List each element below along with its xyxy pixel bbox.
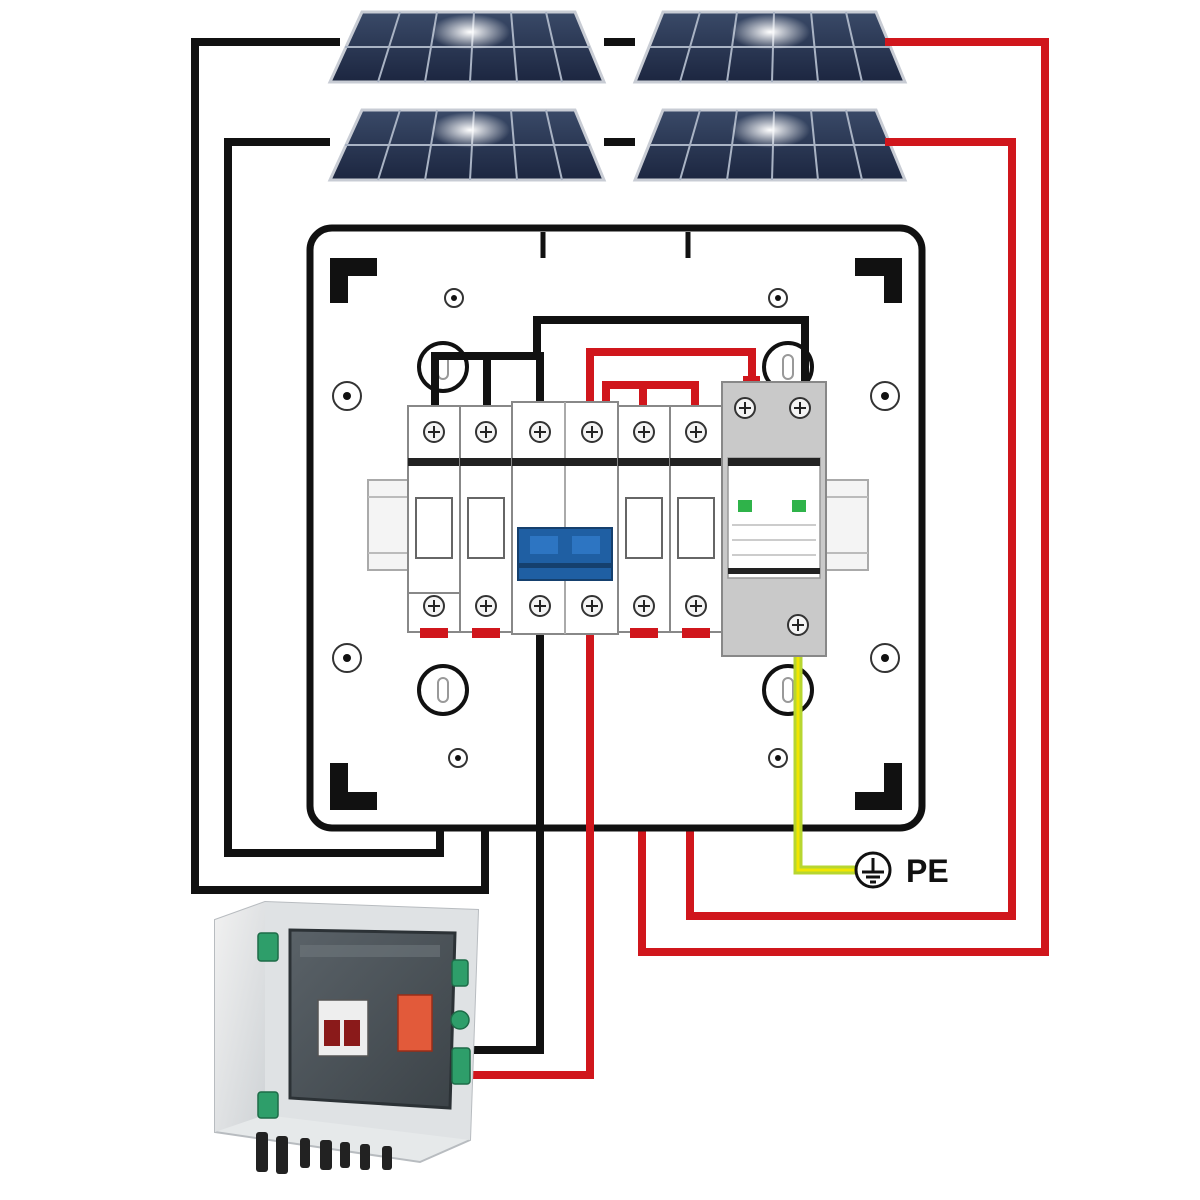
- screw-terminals: [423, 397, 811, 636]
- solar-panel-top-right: [632, 10, 908, 84]
- fuse-holder-pos-1: [617, 405, 671, 638]
- screw-terminal-icon: [734, 397, 756, 419]
- mc4-connector-icon: [256, 1132, 392, 1174]
- screw-terminal-icon: [789, 397, 811, 419]
- status-indicator: [738, 500, 752, 512]
- surge-protector: [721, 381, 827, 657]
- screw-terminal-icon: [475, 421, 497, 443]
- solar-panel-bottom-left: [327, 108, 607, 182]
- mounting-screw-icon: [332, 288, 900, 768]
- screw-terminal-icon: [581, 595, 603, 617]
- solar-panel-bottom-right: [632, 108, 908, 182]
- corner-bracket-icon: [855, 763, 902, 810]
- corner-bracket-icon: [855, 258, 902, 303]
- fuse-holder-pos-2: [669, 405, 723, 638]
- screw-terminal-icon: [685, 421, 707, 443]
- fuse-holder-neg-1: [407, 405, 461, 638]
- screw-terminal-icon: [529, 421, 551, 443]
- screw-terminal-icon: [423, 421, 445, 443]
- screw-terminal-icon: [529, 595, 551, 617]
- fuse-holder-neg-2: [459, 405, 513, 638]
- enclosure-box: [214, 900, 480, 1174]
- screw-terminal-icon: [423, 595, 445, 617]
- screw-terminal-icon: [581, 421, 603, 443]
- ground-symbol-icon: [854, 851, 892, 889]
- transparent-cover: [288, 928, 457, 1110]
- screw-terminal-icon: [633, 421, 655, 443]
- solar-panel-top-left: [327, 10, 607, 84]
- screw-terminal-icon: [685, 595, 707, 617]
- corner-bracket-icon: [330, 763, 377, 810]
- dc-isolator-breaker: [511, 401, 619, 635]
- ground-label: PE: [906, 853, 949, 889]
- screw-terminal-icon: [633, 595, 655, 617]
- latch-icon: [257, 1091, 279, 1119]
- latch-icon: [451, 1047, 471, 1085]
- latch-icon: [451, 959, 469, 987]
- corner-bracket-icon: [330, 258, 377, 303]
- status-indicator: [792, 500, 806, 512]
- screw-terminal-icon: [787, 614, 809, 636]
- screw-terminal-icon: [475, 595, 497, 617]
- latch-icon: [257, 932, 279, 962]
